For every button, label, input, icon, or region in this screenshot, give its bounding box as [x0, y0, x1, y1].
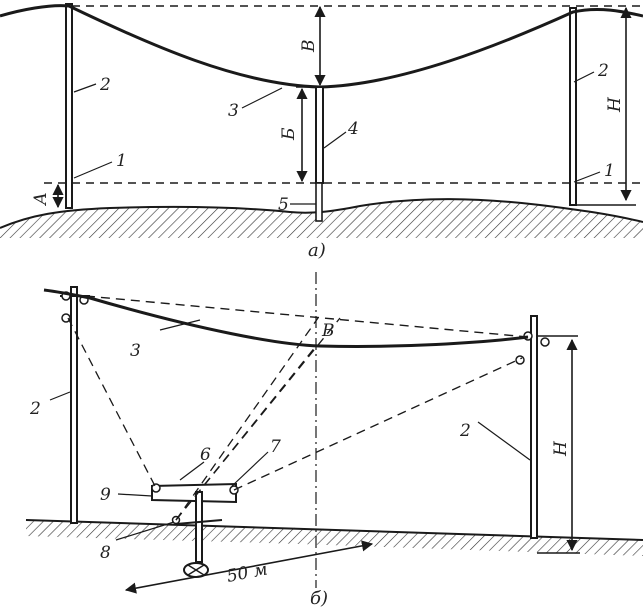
label-point-b: В	[321, 321, 335, 341]
leader-6	[179, 461, 205, 481]
sight-line-wire	[175, 345, 317, 521]
label-1-left: 1	[116, 151, 127, 171]
support-left-a	[65, 3, 73, 209]
leader-3-a	[241, 87, 283, 109]
support-right-b	[530, 315, 538, 539]
instrument-crossbar	[175, 519, 223, 525]
instrument-bar	[151, 482, 237, 504]
label-2-left-b: 2	[29, 399, 41, 419]
wire-a	[0, 4, 643, 89]
wire-b	[43, 288, 529, 348]
label-8: 8	[100, 543, 111, 563]
sight-line-b2	[175, 317, 341, 521]
label-dim-b-sag: В	[299, 40, 319, 54]
leader-4	[323, 131, 347, 149]
figure-a: 2 2 1 1 3 4 5 А В Б Н а)	[0, 3, 643, 261]
label-3-b: 3	[130, 341, 141, 361]
label-2-right-b: 2	[459, 421, 471, 441]
leader-2-left-b	[49, 391, 71, 401]
insulator-right-3	[515, 355, 525, 365]
support-left-b	[70, 286, 78, 524]
sight-line-left	[67, 317, 157, 489]
label-dim-a: А	[31, 192, 51, 206]
label-2-left-a: 2	[99, 75, 111, 95]
leader-2-right-a	[573, 71, 595, 83]
label-4: 4	[347, 119, 359, 139]
measuring-rod	[315, 86, 324, 184]
label-dim-h-a: Н	[605, 96, 625, 113]
label-1-right: 1	[604, 161, 615, 181]
leader-1-right	[573, 171, 601, 183]
ground-b-line	[25, 519, 643, 541]
stake	[315, 182, 323, 222]
ground-b	[26, 520, 643, 556]
label-6: 6	[200, 445, 211, 465]
leader-9	[117, 493, 153, 497]
figure-b: 3 2 2 В Н 6 7 9 8 50 м б)	[25, 272, 643, 609]
label-2-right-a: 2	[597, 61, 609, 81]
label-5: 5	[278, 195, 289, 215]
instrument-post	[195, 491, 203, 563]
leader-8	[115, 521, 175, 541]
label-50m: 50 м	[225, 559, 269, 586]
caption-b: б)	[310, 588, 328, 609]
leader-3-b	[159, 319, 201, 331]
leader-1-left	[73, 161, 113, 179]
label-9: 9	[100, 485, 111, 505]
label-3-a: 3	[228, 101, 239, 121]
label-dim-h-b: Н	[551, 440, 571, 457]
sight-line-right	[233, 357, 523, 491]
leader-2-left-a	[73, 83, 97, 93]
sight-line-b1	[175, 317, 319, 521]
label-7: 7	[270, 437, 281, 457]
support-right-a	[569, 7, 577, 206]
leader-2-right-b	[477, 421, 531, 461]
label-dim-b-clear: Б	[279, 127, 299, 141]
leader-7	[231, 451, 269, 487]
instrument-sight-left	[151, 483, 161, 493]
caption-a: а)	[308, 240, 326, 261]
insulator-right-2	[540, 337, 550, 347]
dim-50m-arrow	[124, 540, 374, 594]
insulator-left-3	[61, 313, 71, 323]
